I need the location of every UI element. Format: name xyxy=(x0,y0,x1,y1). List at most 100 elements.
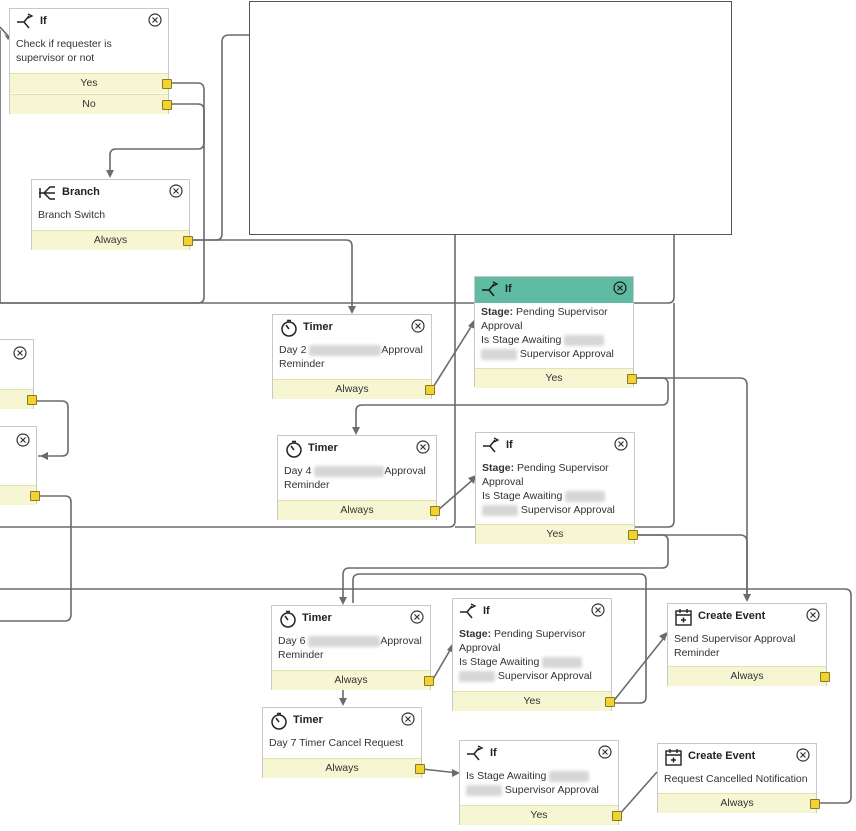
timer-icon xyxy=(286,440,302,458)
partial-node-left-1[interactable] xyxy=(0,339,37,409)
condition-text: Supervisor Approval xyxy=(520,504,615,516)
output-port[interactable] xyxy=(162,100,172,110)
if-node-pending-1[interactable]: If Stage: Pending Supervisor Approval Is… xyxy=(474,276,637,388)
output-always[interactable]: Always xyxy=(263,758,425,778)
output-port[interactable] xyxy=(183,236,193,246)
output-yes[interactable]: Yes xyxy=(453,691,615,711)
branch-if-icon xyxy=(483,437,500,453)
close-icon[interactable] xyxy=(591,603,605,617)
timer-text: Approval xyxy=(380,635,422,647)
timer-text: Approval xyxy=(384,465,426,477)
output-port[interactable] xyxy=(628,530,638,540)
node-title: If xyxy=(506,439,513,451)
create-event-node-reminder[interactable]: Create Event Send Supervisor Approval Re… xyxy=(667,603,830,686)
output-port[interactable] xyxy=(162,79,172,89)
output-port[interactable] xyxy=(430,506,440,516)
branch-if-icon xyxy=(17,13,34,29)
close-icon[interactable] xyxy=(598,745,612,759)
stage-value: Pending Supervisor Approval xyxy=(459,628,586,654)
create-event-node-cancel[interactable]: Create Event Request Cancelled Notificat… xyxy=(657,743,820,813)
output-label: No xyxy=(82,98,96,110)
close-icon[interactable] xyxy=(613,281,627,295)
redacted-text xyxy=(482,504,518,516)
condition-text: Supervisor Approval xyxy=(519,348,614,360)
output-port[interactable] xyxy=(424,676,434,686)
node-description: Request Cancelled Notification xyxy=(664,773,808,785)
node-description: Stage: Pending Supervisor Approval Is St… xyxy=(453,625,611,683)
stage-value: Pending Supervisor Approval xyxy=(481,306,608,332)
output-always[interactable]: Always xyxy=(32,230,193,250)
output-always[interactable]: Always xyxy=(278,500,440,520)
node-description: Day 4 Approval Reminder xyxy=(278,462,436,492)
if-node-requester[interactable]: If Check if requester is supervisor or n… xyxy=(9,8,172,114)
timer-text: Reminder xyxy=(278,649,324,661)
close-icon[interactable] xyxy=(410,610,424,624)
output-port[interactable] xyxy=(27,395,37,405)
timer-text: Approval xyxy=(381,344,423,356)
output-label: Yes xyxy=(545,372,563,384)
close-icon[interactable] xyxy=(796,748,810,762)
node-description: Stage: Pending Supervisor Approval Is St… xyxy=(475,303,633,361)
node-title: If xyxy=(40,15,47,27)
output-label: Yes xyxy=(530,809,548,821)
output-yes[interactable]: Yes xyxy=(10,73,172,93)
output-yes[interactable]: Yes xyxy=(475,368,637,388)
close-icon[interactable] xyxy=(614,437,628,451)
close-icon[interactable] xyxy=(416,440,430,454)
branch-node[interactable]: Branch Branch Switch Always xyxy=(31,179,193,250)
output-port[interactable] xyxy=(605,697,615,707)
output-always[interactable]: Always xyxy=(272,670,434,690)
close-icon[interactable] xyxy=(401,712,415,726)
timer-node-day6[interactable]: Timer Day 6 Approval Reminder Always xyxy=(271,605,434,690)
partial-node-left-2[interactable] xyxy=(0,426,40,505)
timer-icon xyxy=(271,712,287,730)
timer-node-day7[interactable]: Timer Day 7 Timer Cancel Request Always xyxy=(262,707,425,778)
output-no[interactable]: No xyxy=(10,94,172,114)
output-port[interactable] xyxy=(820,672,830,682)
close-icon[interactable] xyxy=(169,184,183,198)
redacted-text xyxy=(466,784,502,796)
node-title: Timer xyxy=(302,612,332,624)
close-icon[interactable] xyxy=(806,608,820,622)
node-title: Branch xyxy=(62,186,100,198)
if-node-pending-2[interactable]: If Stage: Pending Supervisor Approval Is… xyxy=(475,432,638,544)
condition-text: Is Stage Awaiting xyxy=(481,334,562,346)
output-always[interactable]: Always xyxy=(658,793,820,813)
close-icon[interactable] xyxy=(148,13,162,27)
condition-text: Is Stage Awaiting xyxy=(482,490,563,502)
timer-node-day2[interactable]: Timer Day 2 Approval Reminder Always xyxy=(272,314,435,399)
output-port[interactable] xyxy=(627,374,637,384)
node-description: Send Supervisor Approval Reminder xyxy=(674,633,796,659)
timer-text: Day 6 xyxy=(278,635,306,647)
output-label: Always xyxy=(730,670,764,682)
output-port[interactable] xyxy=(810,799,820,809)
output-port[interactable] xyxy=(612,811,622,821)
redacted-text xyxy=(549,770,590,782)
output-bar[interactable] xyxy=(0,389,37,409)
output-label: Yes xyxy=(546,528,564,540)
output-bar[interactable] xyxy=(0,485,40,505)
if-node-awaiting[interactable]: If Is Stage Awaiting Supervisor Approval… xyxy=(459,740,622,825)
close-icon[interactable] xyxy=(411,319,425,333)
timer-text: Day 4 xyxy=(284,465,312,477)
output-port[interactable] xyxy=(425,385,435,395)
redacted-text xyxy=(459,670,495,682)
output-yes[interactable]: Yes xyxy=(476,524,638,544)
timer-node-day4[interactable]: Timer Day 4 Approval Reminder Always xyxy=(277,435,440,520)
node-description: Day 2 Approval Reminder xyxy=(273,341,431,371)
node-description: Is Stage Awaiting Supervisor Approval xyxy=(460,767,618,797)
output-port[interactable] xyxy=(30,491,40,501)
output-port[interactable] xyxy=(415,764,425,774)
output-yes[interactable]: Yes xyxy=(460,805,622,825)
close-icon[interactable] xyxy=(13,346,27,360)
output-always[interactable]: Always xyxy=(668,666,830,686)
node-title: Timer xyxy=(303,321,333,333)
close-icon[interactable] xyxy=(16,433,30,447)
node-title: Timer xyxy=(293,714,323,726)
branch-if-icon xyxy=(482,281,499,297)
if-node-pending-3[interactable]: If Stage: Pending Supervisor Approval Is… xyxy=(452,598,615,711)
output-always[interactable]: Always xyxy=(273,379,435,399)
node-title: Create Event xyxy=(698,610,766,622)
redacted-text xyxy=(308,635,381,647)
